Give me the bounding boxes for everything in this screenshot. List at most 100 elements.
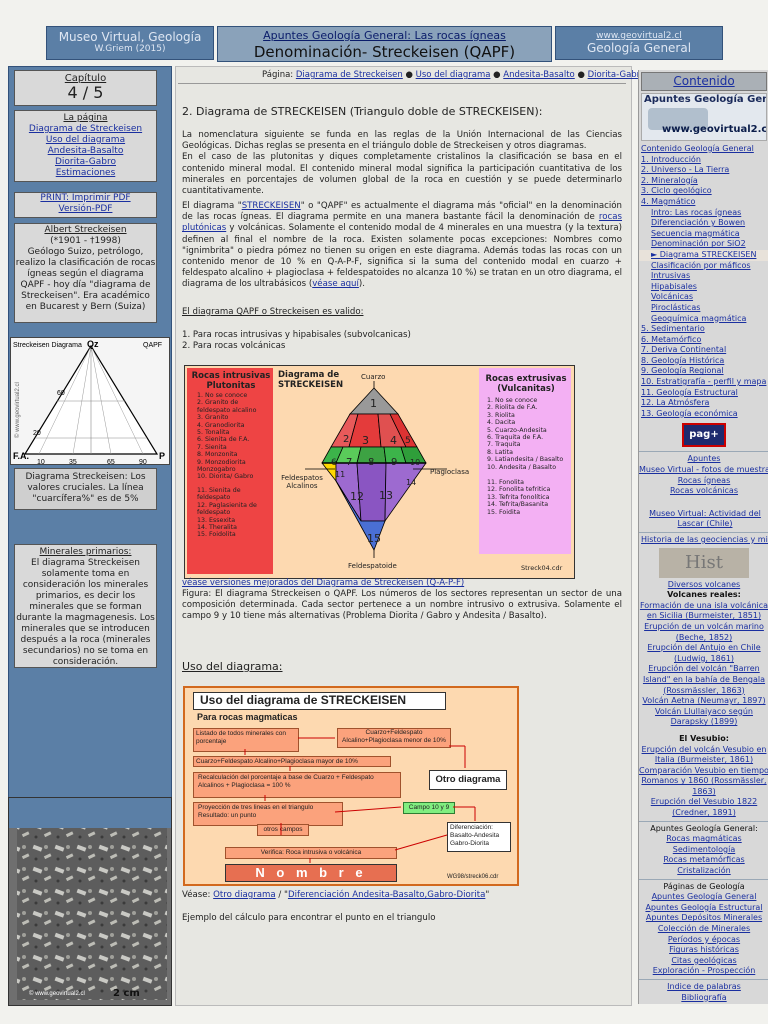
paginas-link-5[interactable]: Figuras históricas — [669, 945, 739, 955]
field-4: 4 — [390, 434, 397, 447]
link-vease-aqui[interactable]: véase aquí — [312, 279, 359, 290]
volc-head[interactable]: Diversos volcanes — [667, 579, 741, 589]
apuntes-label[interactable]: Apuntes — [687, 454, 721, 464]
toc-item[interactable]: 5. Sedimentario — [641, 324, 705, 334]
print-pdf-link[interactable]: PRINT: Imprimir PDF — [40, 193, 131, 203]
apuntes-link-1[interactable]: Rocas ígneas — [677, 475, 731, 485]
toc-item[interactable]: ► Diagrama STRECKEISEN — [639, 249, 768, 261]
left-item: 8. Monzonita — [197, 451, 238, 459]
header-right-link[interactable]: www.geovirtual2.cl — [596, 31, 682, 41]
page-link-andesita[interactable]: Andesita-Basalto — [47, 146, 124, 156]
volc-link-1[interactable]: Erupción de un volcán marino (Beche, 185… — [644, 621, 764, 642]
toc-item[interactable]: 6. Metamórfico — [641, 334, 702, 344]
field-2: 2 — [343, 434, 350, 445]
nav-link-uso[interactable]: Uso del diagrama — [415, 70, 491, 80]
toc-item[interactable]: 13. Geología económica — [641, 408, 738, 418]
toc-item[interactable]: Diferenciación y Bowen — [651, 218, 746, 228]
apuntes2-link-1[interactable]: Sedimentología — [672, 844, 736, 854]
right-item: 11. Fonolita — [487, 479, 524, 487]
apuntes-link-2[interactable]: Rocas volcánicas — [669, 486, 739, 496]
toc-item[interactable]: 12. La Atmósfera — [641, 398, 710, 408]
version-pdf-link[interactable]: Versión-PDF — [58, 204, 113, 214]
link-streckeisen[interactable]: STRECKEISEN — [241, 201, 301, 211]
toc-item[interactable]: Intro: Las rocas ígneas — [651, 207, 742, 217]
toc-item[interactable]: 3. Ciclo geológico — [641, 186, 712, 196]
flow-subtitle: Para rocas magmaticas — [197, 712, 298, 722]
paginas-link-3[interactable]: Colección de Minerales — [657, 924, 751, 933]
toc-item[interactable]: Secuencia magmática — [651, 228, 740, 238]
historia-image[interactable]: Hist — [659, 547, 749, 578]
contenido-title[interactable]: Contenido — [641, 72, 767, 91]
p2-c: y volcánicas. Solamente el contenido mod… — [182, 223, 623, 290]
paragraph-1: La nomenclatura siguiente se funda en la… — [182, 130, 622, 197]
header-center-link[interactable]: Apuntes Geología General: Las rocas ígne… — [263, 29, 506, 42]
header-left-sub: W.Griem (2015) — [94, 44, 166, 54]
toc-item[interactable]: 11. Geología Estructural — [641, 387, 738, 397]
toc-item[interactable]: Hipabisales — [651, 281, 697, 291]
lascar-link[interactable]: Museo Virtual: Actividad del Lascar (Chi… — [649, 508, 761, 529]
p2-d: ). — [358, 279, 365, 290]
toc-item[interactable]: Denominación por SiO2 — [651, 239, 746, 249]
link-rocas-plutonicas[interactable]: rocas plutónicas — [182, 212, 622, 234]
volc-link-4[interactable]: Volcán Aetna (Neumayr, 1897) — [642, 696, 766, 706]
paginas-link-6[interactable]: Citas geológicas — [671, 955, 737, 965]
vesubio-link-1[interactable]: Comparación Vesubio en tiempo Romanos y … — [639, 765, 768, 796]
link-versiones-mejorados[interactable]: véase versiones mejorados del Diagrama d… — [182, 578, 465, 588]
volc-link-0[interactable]: Formación de una isla volcánica en Sicil… — [639, 600, 768, 621]
toc-item[interactable]: Volcánicas — [651, 292, 694, 302]
header-left: Museo Virtual, Geología W.Griem (2015) — [46, 26, 214, 60]
right-item: 13. Tefrita fonolítica — [487, 493, 550, 501]
link-diferenciacion[interactable]: Diferenciación Andesita-Basalto,Gabro-Di… — [287, 890, 486, 900]
volc-link-2[interactable]: Erupción del Antujo en Chile (Ludwig, 18… — [647, 643, 761, 663]
nav-link-streckeisen[interactable]: Diagrama de Streckeisen — [295, 70, 403, 80]
contenido-banner[interactable]: Apuntes Geología General www.geovirtual2… — [641, 93, 767, 141]
apuntes2-link-2[interactable]: Rocas metamórficas — [663, 855, 745, 865]
vesubio-link-2[interactable]: Erupción del Vesubio 1822 (Credner, 1891… — [650, 797, 758, 818]
paginas-link-2[interactable]: Apuntes Depósitos Minerales — [645, 913, 763, 923]
toc-item[interactable]: Clasificación por máficos — [651, 260, 751, 270]
page-link-diorita[interactable]: Diorita-Gabro — [55, 157, 116, 167]
historia-link[interactable]: Historia de las geociencias y minería — [641, 535, 768, 544]
mini-fa: F.A. — [13, 451, 29, 461]
toc-item[interactable]: 4. Magmático — [641, 196, 696, 206]
nav-divider — [178, 83, 626, 84]
paginas-link-1[interactable]: Apuntes Geología Estructural — [645, 902, 763, 912]
flow-box-8: otros campos — [257, 824, 309, 836]
nav-link-diorita[interactable]: Diorita-Gabro — [587, 70, 646, 80]
toc-item[interactable]: Geoquímica magmática — [651, 313, 747, 323]
minerals-title: Minerales primarios: — [39, 547, 132, 557]
page-link-estimaciones[interactable]: Estimaciones — [55, 168, 116, 178]
page-link-streckeisen[interactable]: Diagrama de Streckeisen — [28, 124, 143, 134]
vesubio-link-0[interactable]: Erupción del volcán Vesubio en Italia (B… — [641, 744, 767, 765]
toc-item[interactable]: 2. Universo - La Tierra — [641, 165, 730, 175]
toc-item[interactable]: 2. Mineralogía — [641, 175, 698, 185]
apuntes2-link-0[interactable]: Rocas magmáticas — [666, 834, 742, 844]
apuntes2-link-3[interactable]: Cristalización — [677, 866, 731, 876]
pag-button[interactable]: pag+ — [682, 423, 726, 448]
link-otro-diagrama[interactable]: Otro diagrama — [213, 890, 276, 900]
label-feldespatos: Feldespatos Alcalinos — [281, 474, 323, 490]
page-link-uso[interactable]: Uso del diagrama — [45, 135, 126, 145]
volc-link-3[interactable]: Erupción del volcán "Barren Island" en l… — [642, 664, 766, 695]
toc-item[interactable]: 8. Geología Histórica — [641, 355, 725, 365]
paginas-link-7[interactable]: Exploración - Prospección — [652, 966, 756, 976]
toc-item[interactable]: 9. Geología Regional — [641, 366, 724, 376]
toc-item[interactable]: 7. Deriva Continental — [641, 345, 727, 355]
mini-qapf: QAPF — [143, 342, 162, 349]
volc-link-5[interactable]: Volcán Llullaiyaco según Darapsky (1899) — [655, 706, 753, 727]
apuntes-link-0[interactable]: Museo Virtual - fotos de muestras — [639, 465, 768, 475]
flow-box-2: Cuarzo+Feldespato Alcalino+Plagioclasa m… — [337, 728, 451, 748]
toc-item[interactable]: Contenido Geología General — [641, 144, 754, 153]
toc-item[interactable]: Piroclásticas — [651, 302, 701, 312]
toc-item[interactable]: 10. Estratigrafía - perfil y mapa — [641, 377, 767, 387]
paginas-link-4[interactable]: Períodos y épocas — [667, 934, 741, 944]
paginas-link-0[interactable]: Apuntes Geología General — [651, 892, 757, 902]
nav-link-andesita[interactable]: Andesita-Basalto — [503, 70, 575, 80]
indice-link[interactable]: Indice de palabras — [667, 981, 741, 991]
flow-title: Uso del diagrama de STRECKEISEN — [193, 692, 446, 710]
page-nav: Página: Diagrama de Streckeisen ● Uso de… — [262, 70, 646, 80]
toc-item[interactable]: 1. Introducción — [641, 154, 701, 164]
page-title: Denominación- Streckeisen (QAPF) — [253, 43, 516, 61]
bibliografia-link[interactable]: Bibliografía — [681, 992, 727, 1002]
toc-item[interactable]: Intrusivas — [651, 271, 691, 281]
